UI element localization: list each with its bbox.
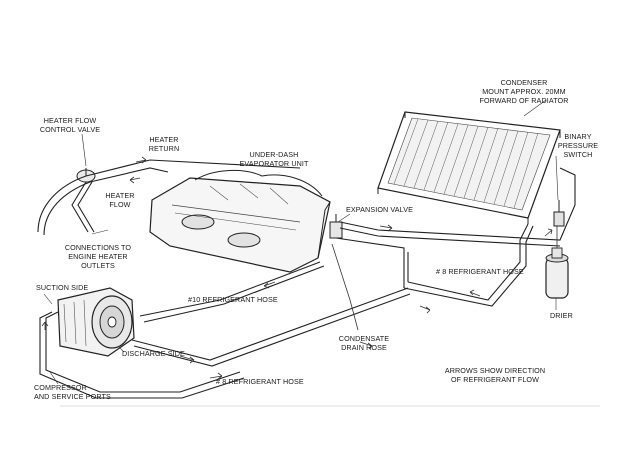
condensate-label-2: DRAIN HOSE [341,343,387,352]
arrows-label-2: OF REFRIGERANT FLOW [451,375,539,384]
compressor-label-1: COMPRESSOR [34,383,87,392]
leader-lines [43,99,559,385]
hose8-right-label: # 8 REFRIGERANT HOSE [436,267,524,276]
evap-label-2: EVAPORATOR UNIT [240,159,309,168]
heater-flow-label-2: FLOW [109,200,130,209]
condenser [377,111,561,224]
hose8-bottom-label: # 8 REFRIGERANT HOSE [216,377,304,386]
connections-label-2: ENGINE HEATER [68,252,127,261]
compressor-label-2: AND SERVICE PORTS [34,392,111,401]
heater-return-label-2: RETURN [149,144,180,153]
condenser-label-3: FORWARD OF RADIATOR [479,96,568,105]
hoses [37,159,576,399]
hose10-label: #10 REFRIGERANT HOSE [188,295,278,304]
suction-side-label: SUCTION SIDE [36,283,88,292]
heater-valve-label-1: HEATER FLOW [44,116,97,125]
binary-pressure-switch [553,200,565,227]
discharge-side-label: DISCHARGE SIDE [122,349,185,358]
heater-control-valve [76,168,96,183]
condenser-label-1: CONDENSER [501,78,548,87]
condenser-label-2: MOUNT APPROX. 20MM [482,87,566,96]
expansion-valve-label: EXPANSION VALVE [346,205,413,214]
heater-flow-label-1: HEATER [105,191,134,200]
flow-arrows [41,156,553,380]
drier [545,247,569,299]
connections-label-3: OUTLETS [81,261,115,270]
heater-valve-label-2: CONTROL VALVE [40,125,100,134]
condensate-label-1: CONDENSATE [339,334,389,343]
evaporator-unit [149,169,331,273]
binary-label-3: SWITCH [564,150,593,159]
connections-label-1: CONNECTIONS TO [65,243,132,252]
binary-label-1: BINARY [564,132,591,141]
binary-label-2: PRESSURE [558,141,598,150]
evap-label-1: UNDER-DASH [250,150,299,159]
labels: CONDENSER MOUNT APPROX. 20MM FORWARD OF … [34,78,598,401]
compressor [57,287,135,357]
arrows-label-1: ARROWS SHOW DIRECTION [445,366,545,375]
heater-return-label-1: HEATER [149,135,178,144]
drier-label: DRIER [550,311,573,320]
expansion-valve [329,214,343,239]
